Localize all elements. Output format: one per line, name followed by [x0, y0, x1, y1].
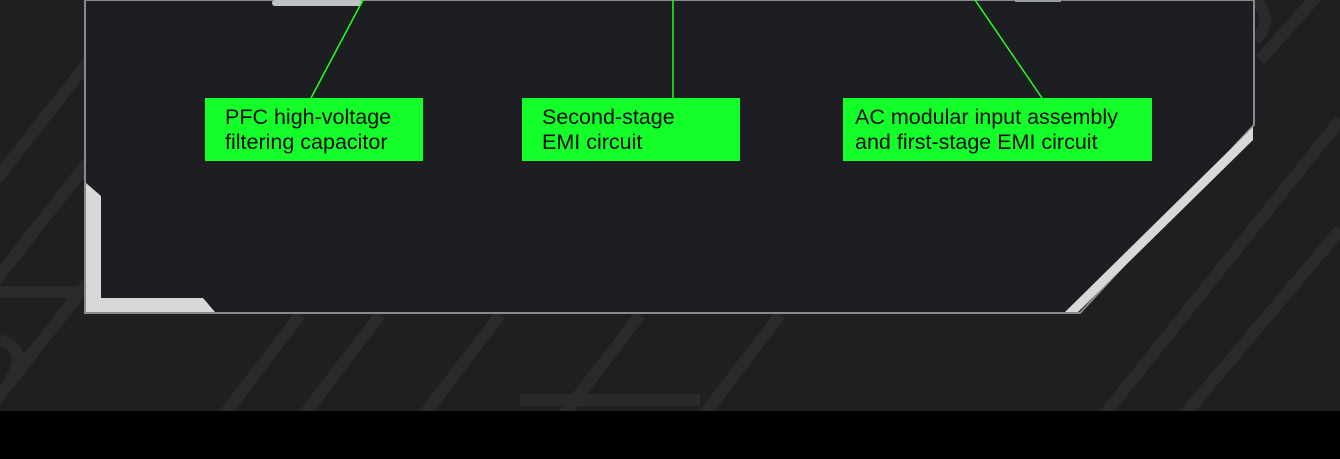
callout-pfc-capacitor: PFC high-voltage filtering capacitor — [205, 98, 423, 161]
frame-corner-bottom-left — [86, 183, 215, 312]
background-stripes — [0, 0, 1340, 424]
component-part — [1015, 0, 1061, 2]
callout-line: filtering capacitor — [225, 130, 388, 154]
leader-line — [974, 0, 1043, 99]
callout-line: PFC high-voltage — [225, 105, 392, 129]
frame-edge-bottom-right — [1065, 127, 1253, 312]
callout-line: AC modular input assembly — [855, 105, 1118, 129]
callout-second-stage-emi: Second-stage EMI circuit — [522, 98, 740, 161]
leader-lines — [310, 0, 1043, 99]
callout-line: EMI circuit — [542, 130, 643, 154]
callout-ac-input-assembly: AC modular input assembly and first-stag… — [843, 98, 1152, 161]
bottom-band — [0, 411, 1340, 459]
component-part — [272, 0, 362, 6]
callout-line: and first-stage EMI circuit — [855, 130, 1098, 154]
leader-line — [310, 0, 364, 99]
callout-line: Second-stage — [542, 105, 675, 129]
